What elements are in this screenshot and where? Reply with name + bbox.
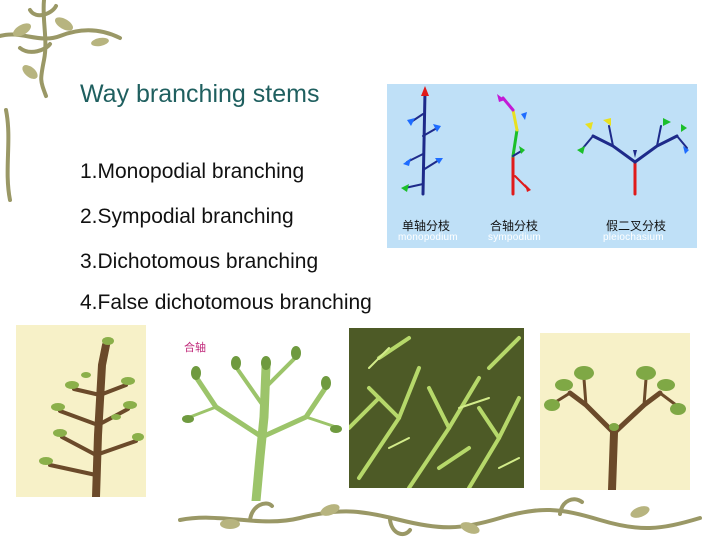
caption-monopodial-zh: 单轴分枝 bbox=[402, 219, 451, 233]
branching-diagram bbox=[387, 84, 697, 248]
caption-false-dichotomous-en: pleiochasium bbox=[603, 232, 664, 243]
slide-title: Way branching stems bbox=[80, 80, 320, 108]
sympodial-label: 合轴 bbox=[184, 341, 206, 354]
dichotomous-plant-photo bbox=[349, 328, 524, 488]
caption-sympodial-en: sympodium bbox=[488, 232, 541, 243]
monopodial-tree-drawing bbox=[39, 337, 144, 497]
sympodial-branch-illustration: 合轴 bbox=[176, 327, 344, 501]
dichotomous-plant-texture bbox=[349, 328, 524, 488]
list-item-dichotomous: 3.Dichotomous branching bbox=[80, 250, 319, 273]
sympodial-branch-drawing bbox=[182, 346, 342, 501]
list-item-false-dichotomous: 4.False dichotomous branching bbox=[80, 291, 372, 314]
list-item-monopodial: 1.Monopodial branching bbox=[80, 160, 305, 183]
caption-monopodial-en: monopodium bbox=[398, 232, 458, 243]
caption-sympodial-zh: 合轴分枝 bbox=[490, 219, 539, 233]
false-dichotomous-tree-drawing bbox=[544, 366, 686, 490]
branching-diagram-illustration bbox=[401, 86, 689, 196]
monopodial-tree-illustration bbox=[16, 325, 146, 497]
caption-false-dichotomous-zh: 假二叉分枝 bbox=[606, 219, 667, 233]
list-item-sympodial: 2.Sympodial branching bbox=[80, 205, 294, 228]
false-dichotomous-tree-illustration bbox=[540, 333, 690, 490]
